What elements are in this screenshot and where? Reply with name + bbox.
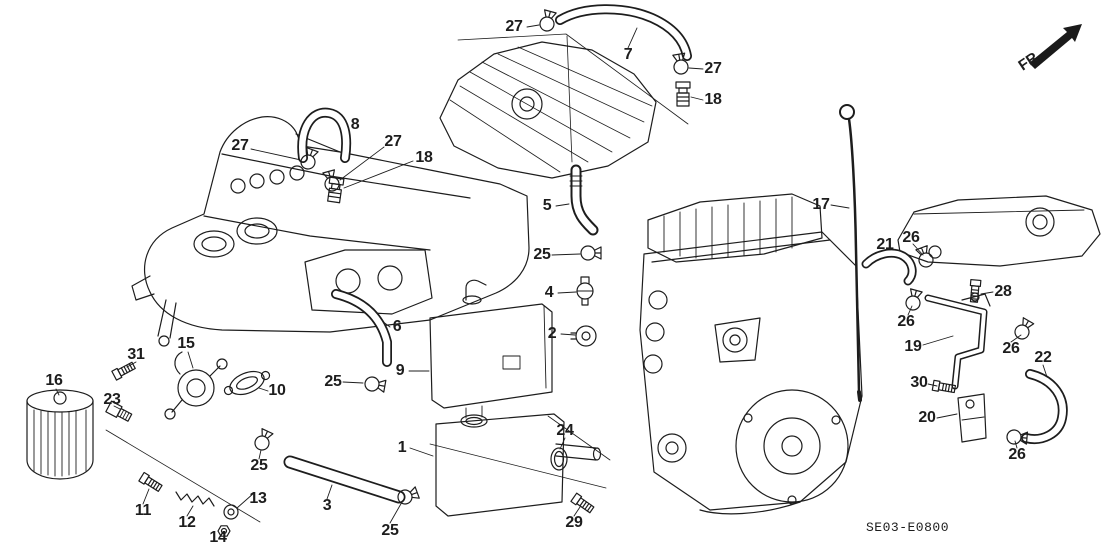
oil-filter-drawing (26, 389, 94, 480)
part-callout-5: 5 (542, 197, 552, 214)
part-callout-26: 26 (897, 313, 915, 330)
part-callout-27: 27 (231, 137, 249, 154)
dipstick-drawing (839, 104, 862, 402)
part-callout-25: 25 (250, 457, 268, 474)
hose-21-drawing (861, 248, 917, 286)
part-callout-31: 31 (127, 346, 145, 363)
spring-12-drawing (175, 491, 215, 507)
part-callout-27: 27 (384, 133, 402, 150)
part-callout-3: 3 (322, 497, 332, 514)
joint-2-drawing (570, 325, 597, 347)
part-callout-19: 19 (904, 338, 922, 355)
part-callout-4: 4 (544, 284, 554, 301)
part-callout-7: 7 (623, 46, 633, 63)
part-callout-20: 20 (918, 409, 936, 426)
hose-8-drawing (297, 107, 352, 163)
part-callout-25: 25 (381, 522, 399, 539)
housing-15-drawing (164, 351, 228, 420)
part-callout-16: 16 (45, 372, 63, 389)
hose-6-drawing (331, 289, 392, 367)
pipe-3-drawing (283, 455, 406, 504)
part-callout-26: 26 (902, 229, 920, 246)
part-callout-14: 14 (209, 529, 227, 546)
part-callout-13: 13 (249, 490, 267, 507)
part-callout-27: 27 (505, 18, 523, 35)
pipe-19-drawing (924, 292, 991, 390)
hose-5-drawing (569, 164, 599, 236)
part-callout-11: 11 (134, 502, 152, 519)
part-callout-26: 26 (1008, 446, 1026, 463)
part-callout-25: 25 (324, 373, 342, 390)
gasket-10-drawing (223, 370, 271, 396)
part-callout-30: 30 (910, 374, 928, 391)
engine-block-drawing (639, 193, 863, 515)
part-callout-2: 2 (547, 325, 557, 342)
part-callout-29: 29 (565, 514, 583, 531)
part-callout-15: 15 (177, 335, 195, 352)
leader-lines (55, 24, 1048, 524)
part-callout-12: 12 (178, 514, 196, 531)
diagram-part-code: SE03-E0800 (866, 520, 950, 535)
part-callout-26: 26 (1002, 340, 1020, 357)
part-callout-8: 8 (350, 116, 360, 133)
intake-manifold-drawing (131, 116, 530, 347)
part-callout-18: 18 (415, 149, 433, 166)
washer-13-drawing (223, 504, 239, 520)
hose-22-drawing (1021, 369, 1068, 444)
construction-lines (105, 33, 689, 523)
breather-chamber-lower-drawing (435, 405, 602, 517)
cylinder-head-drawing (439, 41, 657, 179)
nut-14-drawing (217, 525, 231, 537)
part-callout-23: 23 (103, 391, 121, 408)
part-callout-1: 1 (397, 439, 407, 456)
hose-7-drawing (555, 4, 692, 61)
part-callout-27: 27 (704, 60, 722, 77)
breather-chamber-upper-drawing (429, 279, 553, 409)
fr-arrow-icon (1029, 24, 1082, 69)
pcv-valve-drawing (576, 276, 594, 306)
part-callout-21: 21 (876, 236, 894, 253)
part-callout-9: 9 (395, 362, 405, 379)
part-callout-22: 22 (1034, 349, 1052, 366)
part-callout-24: 24 (556, 422, 574, 439)
part-callout-25: 25 (533, 246, 551, 263)
bracket-20-drawing (957, 393, 987, 443)
part-callout-10: 10 (268, 382, 286, 399)
part-callout-28: 28 (994, 283, 1012, 300)
sensor-23-drawing (105, 400, 133, 422)
o-ring-24-drawing (550, 447, 568, 471)
part-callout-18: 18 (704, 91, 722, 108)
part-callout-17: 17 (812, 196, 830, 213)
part-callout-6: 6 (392, 318, 402, 335)
